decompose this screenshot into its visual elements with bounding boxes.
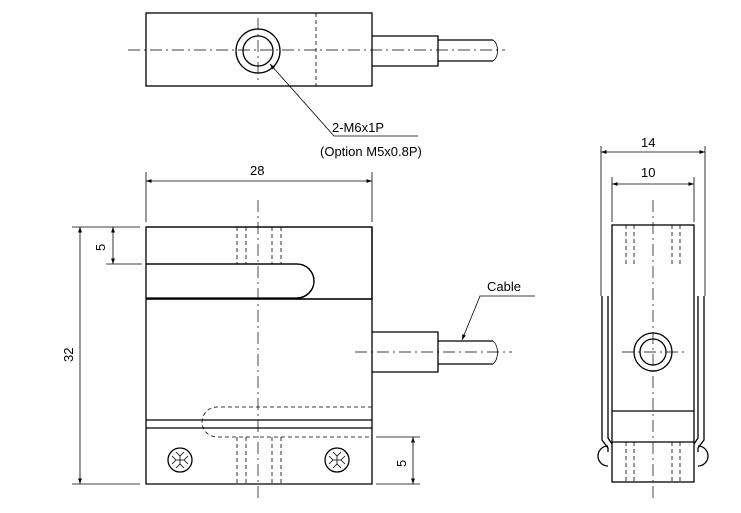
- side-view: [597, 200, 709, 500]
- dimension-slot-top-label: 5: [93, 244, 108, 251]
- lower-slot-hidden: [201, 406, 372, 438]
- dimension-height-label: 32: [61, 348, 76, 362]
- front-view-cable: [372, 331, 498, 373]
- front-view: [145, 200, 535, 500]
- dimension-slot-bottom: [376, 436, 420, 485]
- thread-hole-outer: [235, 28, 281, 74]
- dimension-side-outer: [600, 146, 706, 296]
- dimension-side-inner: [611, 177, 695, 222]
- top-view-cable: [372, 35, 498, 67]
- dimension-slot-top: [106, 227, 142, 265]
- front-body-fill-cover: [147, 265, 297, 297]
- bolt-channels-hidden: [236, 227, 282, 484]
- cable-label: Cable: [487, 279, 521, 294]
- side-cable-outer: [633, 332, 673, 372]
- dimension-width: [145, 172, 373, 222]
- side-cable-inner: [639, 338, 667, 366]
- dimension-side-outer-label: 14: [641, 135, 655, 150]
- dimension-height: [72, 226, 140, 485]
- dimension-width-label: 28: [250, 163, 264, 178]
- thread-option-label: (Option M5x0.8P): [320, 144, 422, 159]
- side-bracket-left: [597, 296, 613, 467]
- screw-right-icon: [324, 447, 350, 473]
- dimension-side-inner-label: 10: [641, 165, 655, 180]
- screw-left-icon: [167, 447, 193, 473]
- top-view-body: [145, 12, 373, 87]
- thread-hole-inner: [242, 35, 274, 67]
- side-bracket-right: [693, 296, 709, 467]
- top-view: [128, 12, 505, 137]
- thread-callout-label: 2-M6x1P: [332, 120, 384, 135]
- dimension-slot-bottom-label: 5: [394, 460, 409, 467]
- cable-leader-line: [461, 295, 535, 341]
- thread-leader-line: [269, 63, 418, 137]
